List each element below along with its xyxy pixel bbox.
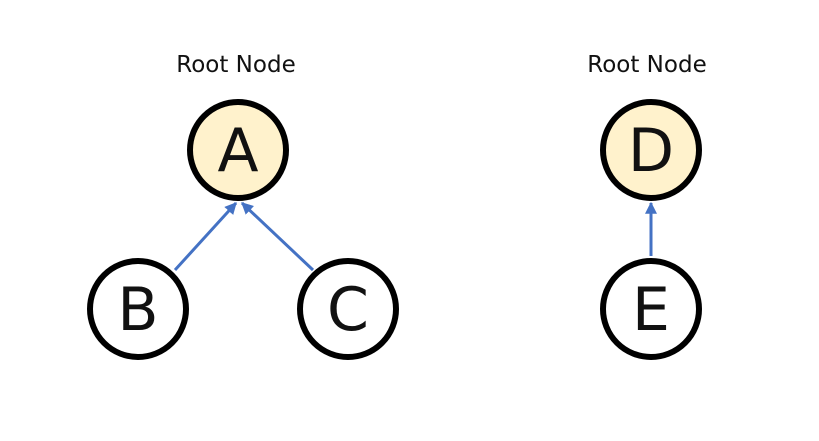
node-c-label: C	[327, 275, 369, 345]
tree-2: Root Node D E	[587, 52, 707, 360]
node-c-circle	[297, 258, 399, 360]
node-a-label: A	[217, 116, 258, 186]
node-d-circle	[600, 99, 702, 201]
node-c: C	[297, 258, 399, 360]
node-e: E	[600, 258, 702, 360]
node-e-circle	[600, 258, 702, 360]
root-node-label: Root Node	[176, 52, 295, 78]
edges	[173, 201, 657, 272]
node-b-circle	[87, 258, 189, 360]
edge-b-to-a	[173, 201, 238, 272]
node-d: D	[600, 99, 702, 201]
node-a-circle	[187, 99, 289, 201]
tree-1: Root Node A B C	[87, 52, 399, 360]
node-a: A	[187, 99, 289, 201]
node-b-label: B	[117, 275, 158, 345]
edge-c-to-a	[240, 201, 315, 272]
node-b: B	[87, 258, 189, 360]
root-node-label: Root Node	[587, 52, 706, 78]
node-e-label: E	[632, 275, 670, 345]
node-d-label: D	[628, 116, 674, 186]
